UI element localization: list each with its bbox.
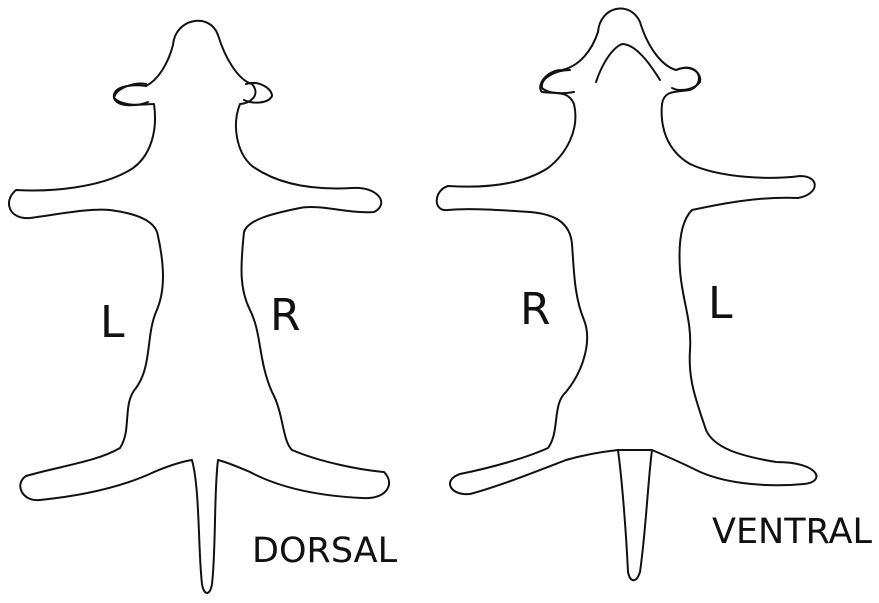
ventral-right-ear [672,68,700,90]
ventral-right-side-label: L [708,278,733,329]
ventral-left-side-label: R [520,284,551,335]
ventral-jaw-line [596,44,660,82]
dorsal-caption: DORSAL [252,531,398,571]
ventral-left-ear [542,70,574,93]
dorsal-right-ear [244,83,272,103]
dorsal-view: L R DORSAL [9,21,398,593]
dorsal-body-outline [9,21,389,593]
dorsal-right-side-label: R [270,290,301,341]
dorsal-left-side-label: L [100,297,125,348]
ventral-view: R L VENTRAL [437,9,873,581]
ventral-body-outline [437,9,817,581]
ventral-caption: VENTRAL [712,512,872,552]
